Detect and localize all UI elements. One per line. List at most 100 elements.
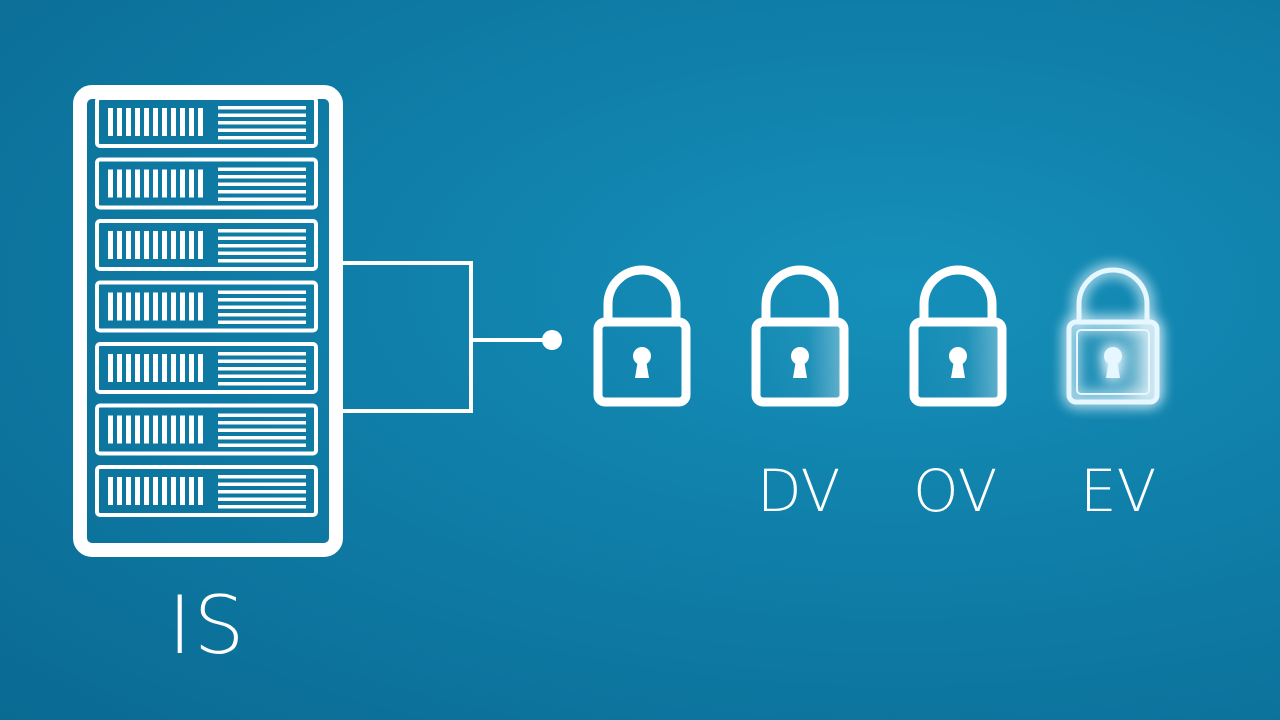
vent-slot [108, 292, 113, 321]
vent-slot [144, 292, 149, 321]
vent-slot [117, 354, 122, 382]
server-unit [95, 219, 318, 271]
vent-slot [198, 292, 203, 321]
vent-slot [108, 477, 113, 505]
vent-slot [189, 415, 194, 444]
lock-label-ov: OV [913, 457, 998, 525]
vent-slot [108, 108, 113, 136]
padlock-icon-ov [909, 265, 1007, 407]
vent-slot [153, 354, 158, 382]
indicator-line [218, 236, 306, 240]
padlock-shackle [919, 265, 997, 322]
indicator-line [218, 443, 306, 447]
vent-slot [153, 477, 158, 505]
vent-slot [198, 415, 203, 444]
vent-slot [162, 354, 167, 382]
vent-slot [171, 292, 176, 321]
vent-slot [108, 415, 113, 444]
vent-slot [162, 477, 167, 505]
vent-slot [126, 292, 131, 321]
indicator-line [218, 497, 306, 501]
server-unit [95, 157, 318, 210]
server-unit [95, 96, 318, 148]
vent-slot [108, 169, 113, 198]
keyhole [951, 360, 965, 378]
vent-slot [171, 169, 176, 198]
vent-slot [126, 477, 131, 505]
keyhole [633, 347, 651, 365]
vent-slot [144, 477, 149, 505]
indicator-line [218, 251, 306, 255]
vent-slot [126, 354, 131, 382]
keyhole [793, 360, 807, 378]
vent-slot [126, 415, 131, 444]
vent-slot [117, 231, 122, 259]
server-rack-icon [73, 85, 343, 557]
indicator-line [218, 106, 306, 110]
vent-slot [117, 108, 122, 136]
indicator-line [218, 259, 306, 263]
indicator-line [218, 428, 306, 432]
vent-slot [144, 354, 149, 382]
keyhole [1104, 347, 1122, 365]
padlock-shackle [603, 265, 681, 322]
keyhole [1106, 360, 1120, 378]
keyhole [791, 347, 809, 365]
vent-slot [135, 354, 140, 382]
vent-slot [198, 108, 203, 136]
vent-slot [180, 108, 185, 136]
vent-slot [135, 231, 140, 259]
indicator-line [218, 167, 306, 171]
indicator-line [218, 190, 306, 194]
vent-slot [153, 169, 158, 198]
vent-slot [162, 231, 167, 259]
vent-slot [171, 354, 176, 382]
lock-label-dv: DV [757, 457, 841, 525]
vent-slot [126, 169, 131, 198]
vent-slot [162, 169, 167, 198]
vent-slot [162, 108, 167, 136]
vent-slot [144, 415, 149, 444]
vent-slot [153, 292, 158, 321]
server-unit [95, 465, 318, 517]
vent-slot [189, 354, 194, 382]
vent-slot [171, 477, 176, 505]
padlock-shackle [761, 265, 839, 322]
vent-slot [180, 415, 185, 444]
vent-slot [198, 477, 203, 505]
indicator-line [218, 121, 306, 125]
vent-slot [189, 108, 194, 136]
indicator-line [218, 305, 306, 309]
connector-line [343, 261, 562, 413]
indicator-line [218, 421, 306, 425]
indicator-line [218, 313, 306, 317]
indicator-line [218, 413, 306, 417]
vent-slot [189, 169, 194, 198]
vent-slot [135, 292, 140, 321]
vent-slot [180, 292, 185, 321]
indicator-line [218, 136, 306, 140]
indicator-line [218, 359, 306, 363]
vent-slot [180, 231, 185, 259]
vent-slot [198, 169, 203, 198]
vent-slot [135, 108, 140, 136]
indicator-line [218, 182, 306, 186]
indicator-line [218, 244, 306, 248]
vent-slot [153, 231, 158, 259]
vent-slot [189, 292, 194, 321]
vent-slot [198, 354, 203, 382]
vent-slot [144, 108, 149, 136]
indicator-line [218, 382, 306, 386]
indicator-line [218, 367, 306, 371]
server-unit [95, 280, 318, 333]
indicator-line [218, 197, 306, 201]
vent-slot [135, 169, 140, 198]
vent-slot [108, 231, 113, 259]
indicator-line [218, 175, 306, 179]
vent-slot [180, 477, 185, 505]
vent-slot [117, 415, 122, 444]
server-label: IS [168, 579, 247, 672]
vent-slot [171, 415, 176, 444]
indicator-line [218, 505, 306, 509]
indicator-line [218, 298, 306, 302]
